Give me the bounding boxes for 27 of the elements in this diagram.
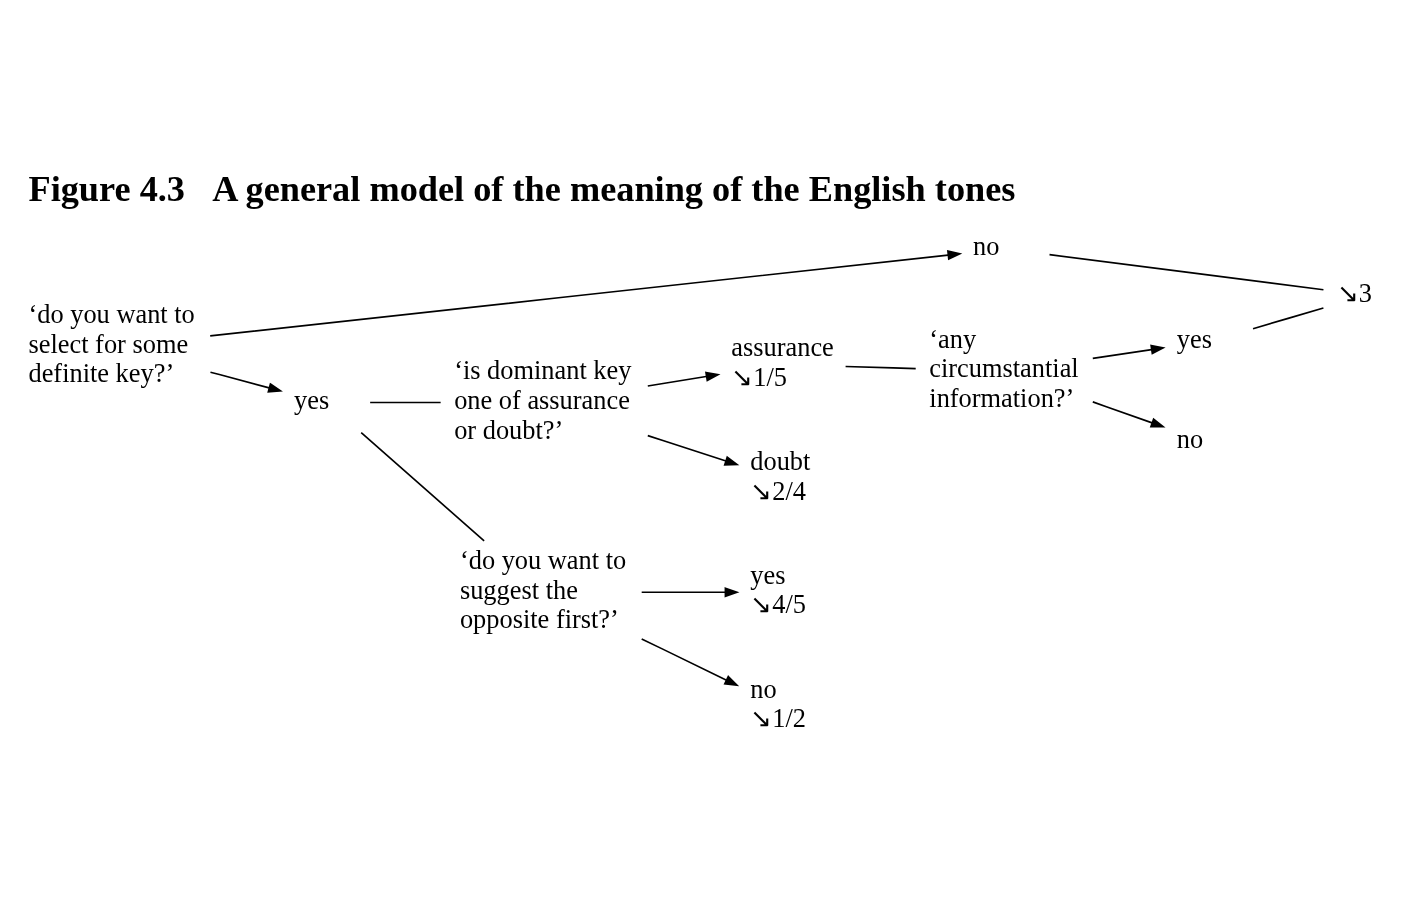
arrow [209, 249, 963, 337]
node-text: no [973, 230, 1000, 261]
node-text: ‘do you want to select for some definite key?’ [28, 298, 195, 388]
arrow [646, 370, 721, 387]
arrow [646, 434, 740, 466]
node-text: yes [1176, 323, 1212, 354]
arrow [209, 370, 283, 393]
node-text: yes ↘4/5 [750, 559, 806, 619]
arrow [640, 637, 740, 686]
connector [1048, 253, 1325, 291]
arrow [640, 586, 740, 597]
node-text: ↘3 [1336, 277, 1373, 308]
arrow [1091, 344, 1166, 359]
node-text: assurance ↘1/5 [731, 331, 834, 392]
node-text: no ↘1/2 [750, 673, 806, 733]
connector [1252, 306, 1325, 330]
node-text: doubt ↘2/4 [750, 445, 811, 506]
arrow [1091, 400, 1166, 428]
connector [844, 365, 917, 369]
diagram-title: Figure 4.3 A general model of the meaning of the English tones [28, 168, 1016, 209]
connector [360, 431, 485, 542]
node-text: ‘is dominant key one of assurance or doubt?’ [454, 354, 632, 444]
node-text: ‘any circumstantial information?’ [929, 323, 1079, 413]
node-text: ‘do you want to suggest the opposite first?’ [459, 544, 627, 634]
connector [369, 401, 442, 403]
node-text: yes [294, 384, 330, 415]
node-text: no [1176, 423, 1204, 454]
